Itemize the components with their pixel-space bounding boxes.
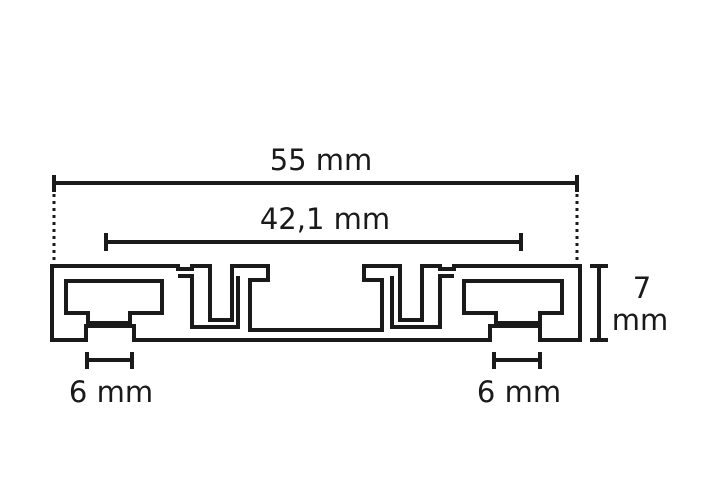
overall-width-label: 55 mm xyxy=(270,143,373,177)
height-unit-label: mm xyxy=(612,303,669,337)
right-slot-dimension xyxy=(492,352,542,369)
rail-profile xyxy=(50,264,582,342)
left-slot-label: 6 mm xyxy=(69,375,153,409)
inner-width-label: 42,1 mm xyxy=(260,202,390,236)
height-value-label: 7 xyxy=(633,271,651,305)
left-slot-dimension xyxy=(85,352,134,369)
right-channel-inner xyxy=(462,279,564,325)
profile-outline xyxy=(50,264,582,342)
right-inner-slot xyxy=(390,274,454,329)
left-channel-inner xyxy=(64,279,164,325)
inner-width-dimension xyxy=(104,233,523,251)
overall-width-dimension xyxy=(52,175,579,264)
height-dimension xyxy=(590,264,608,342)
right-slot-label: 6 mm xyxy=(477,375,561,409)
left-inner-slot xyxy=(178,274,240,329)
